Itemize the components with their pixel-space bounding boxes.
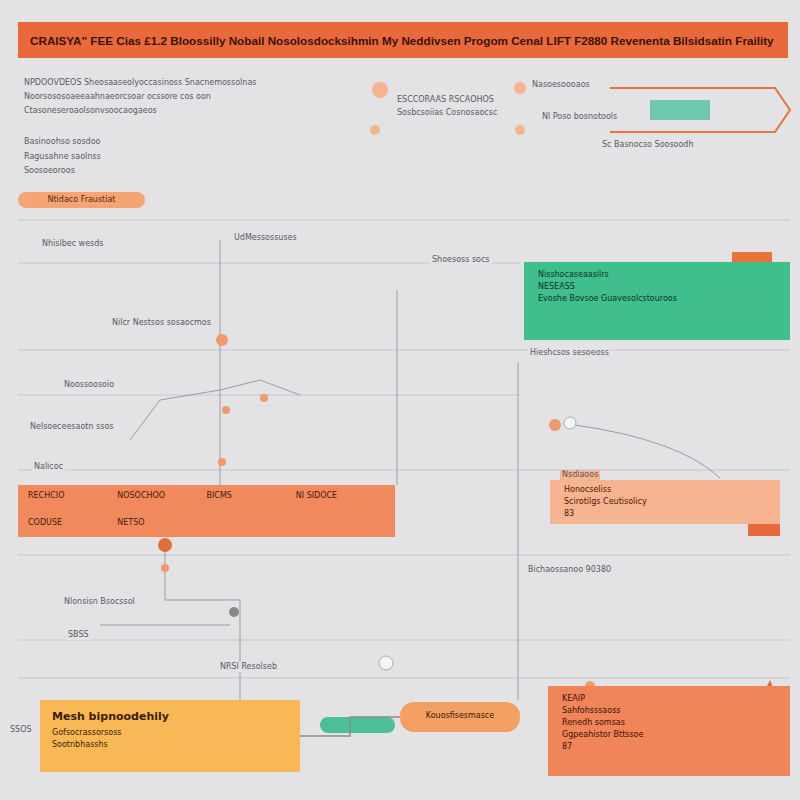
node-text: BICMS [207, 491, 296, 504]
node-heading: Honocseliss [564, 485, 750, 495]
note-text: SBSS [66, 630, 91, 640]
node-text: NOSOCHOO [117, 491, 206, 504]
panel-box: Kouosfisesmasce [400, 702, 520, 732]
note-text: Nelsoeceesaotn ssos [28, 422, 115, 432]
node-heading: KEAIP [562, 694, 776, 704]
node-text: Sahfohsssaoss [562, 706, 776, 716]
node-text: NESEASS [538, 282, 730, 292]
note-text: ESCCORAAS RSCAOHOS [395, 95, 496, 105]
note-text: Nilcr Nestsos sosaocmos [110, 318, 213, 328]
node-heading: Nisshocaseaasilrs [538, 270, 730, 280]
node-text: NETSO [117, 518, 206, 531]
note-text: Sosbcsoiias Cosnosaocsc [395, 108, 499, 118]
note-text: Ctasoneseroaolsonvsoocaogaeos [22, 106, 159, 116]
node-text: Scirotilgs Ceutisolicy [564, 497, 750, 507]
note-text: Noossoosoio [62, 380, 116, 390]
panel-box: Mesh bipnoodehilyGofsocrassorsossSootnbh… [40, 700, 300, 772]
note-text: Nasoesoooaos [530, 80, 592, 90]
note-text: Hieshcsos sesoeoss [528, 348, 611, 358]
node-heading: RECHCIO [28, 491, 117, 504]
panel-box: Ntidaco Fraustiat [18, 192, 145, 208]
note-text: Nhislbec wesds [40, 239, 106, 249]
node-heading: Ntidaco Fraustiat [28, 195, 135, 205]
node-heading: Mesh bipnoodehily [52, 710, 288, 724]
note-text: Ragusahne saolnss [22, 152, 103, 162]
node-text: Ggpeahistor Bttssoe [562, 730, 776, 740]
node-text: 83 [564, 509, 750, 519]
node-text: Evoshe Bovsoe Guavesolcstouroos [538, 294, 730, 304]
note-text: NRSl Resolseb [218, 662, 279, 672]
note-text: Nlonsisn Bsocssol [62, 597, 137, 607]
node-text: 87 [562, 742, 776, 752]
note-text: Sc Basnocso Soosoodh [600, 140, 696, 150]
node-text: Gofsocrassorsoss [52, 728, 288, 738]
note-text: UdMessossuses [232, 233, 299, 243]
note-text: SSOS [8, 725, 34, 735]
node-heading: Kouosfisesmasce [410, 711, 510, 721]
panel-box: HonocselissScirotilgs Ceutisolicy 83 [550, 480, 780, 524]
node-text: NI SIDOCE [296, 491, 385, 504]
note-text: Nalicoc [32, 462, 65, 472]
connector [300, 717, 400, 736]
note-text: Nl Poso bosnotools [540, 112, 619, 122]
note-text: Nsdiaoos [560, 470, 600, 480]
title: CRAISYA" FEE Cias £1.2 Bloossilly Nobail… [30, 34, 774, 47]
note-text: NPDOOVDEOS Sheosaaseolyoccasinoss Snacne… [22, 78, 258, 88]
panel-box: NisshocaseaasilrsNESEASS Evoshe Bovsoe Gu… [524, 262, 790, 340]
node-text: Sootnbhasshs [52, 740, 288, 750]
note-text: Basinoohso sosdoo [22, 137, 102, 147]
title-bar: CRAISYA" FEE Cias £1.2 Bloossilly Nobail… [18, 22, 788, 58]
note-text: Shoesoss socs [430, 255, 492, 265]
panel-box: KEAIP SahfohsssaossRenedh somsasGgpeahist… [548, 686, 790, 776]
panel-box: RECHCIONOSOCHOOBICMSNI SIDOCE CODUSENETSO [18, 485, 395, 537]
node-text: Renedh somsas [562, 718, 776, 728]
note-text: Noorsososoaeeaahnaeorcsoar ocssore cos o… [22, 92, 213, 102]
node-text: CODUSE [28, 518, 117, 531]
note-text: Bichaossanoo 90380 [526, 565, 613, 575]
note-text: Soosoeoroos [22, 166, 77, 176]
